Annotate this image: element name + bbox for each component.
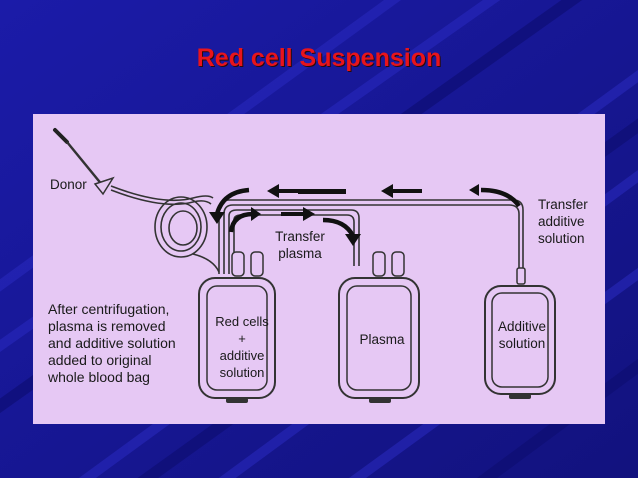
slide-title: Red cell Suspension: [196, 44, 442, 72]
plasma-bag: [338, 251, 420, 403]
blood-bag-diagram: [53, 128, 556, 403]
additive-solution-bag: [484, 267, 556, 399]
red-cells-bag: [198, 251, 276, 403]
arrow-left-3: [298, 189, 346, 194]
transfer-additive-label: Transfer additive solution: [538, 197, 588, 246]
centrifugation-note: After centrifugation, plasma is removed …: [48, 301, 176, 385]
arrow-left-2: [381, 184, 422, 198]
flow-curved-arrows: [214, 187, 521, 238]
donor-tubing: [110, 185, 220, 273]
flow-arrows: [267, 184, 422, 221]
transfer-plasma-label: Transfer plasma: [275, 229, 325, 261]
donor-needle: [53, 128, 115, 196]
arrow-left-1: [267, 184, 298, 198]
red-cells-bag-label: Red cells + additive solution: [215, 314, 269, 380]
donor-label: Donor: [50, 177, 87, 192]
plasma-bag-label: Plasma: [359, 332, 405, 347]
additive-bag-label: Additive solution: [497, 319, 547, 351]
arrow-right: [281, 207, 315, 221]
